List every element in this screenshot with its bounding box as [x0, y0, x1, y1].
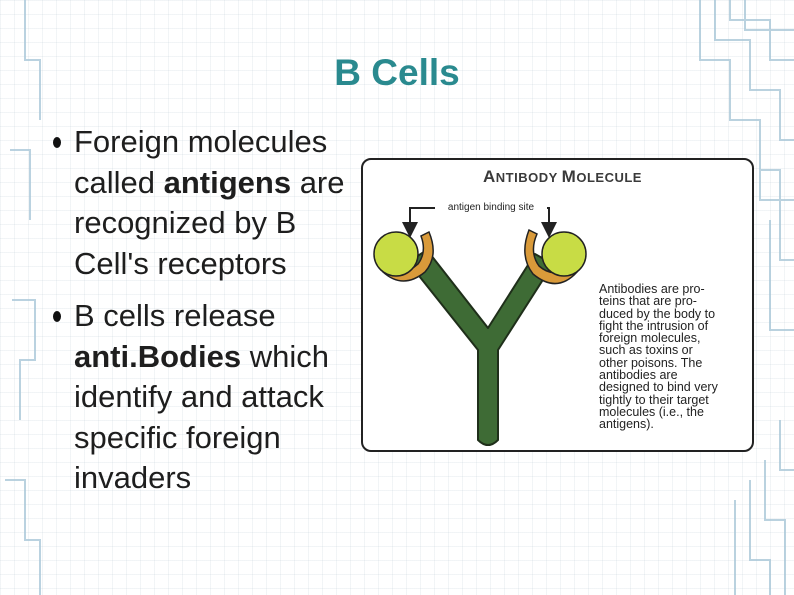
antibody-y-shape: [407, 249, 554, 446]
antigen-right: [541, 231, 587, 277]
antigen-binding-site-label: antigen binding site: [435, 202, 547, 213]
bullet-text-start: B cells release: [74, 298, 276, 333]
bullet-bold-term: anti.Bodies: [74, 338, 242, 374]
bullet-item: Foreign molecules called antigens are re…: [50, 122, 350, 284]
bullet-dot-icon: [53, 137, 61, 148]
bullet-list: Foreign molecules called antigens are re…: [50, 122, 350, 511]
antibody-diagram: [373, 207, 587, 446]
bullet-dot-icon: [53, 311, 61, 322]
antigen-left: [373, 231, 419, 277]
figure-caption: Antibodies are pro- teins that are pro- …: [599, 282, 718, 432]
bullet-text-end: which identify and attack specific forei…: [74, 338, 329, 496]
antibody-figure: ANTIBODY MOLECULE antigen binding site A…: [361, 158, 754, 452]
figure-title: ANTIBODY MOLECULE: [483, 167, 642, 186]
bullet-bold-term: antigens: [163, 164, 292, 200]
bullet-text-end: are recognized by B Cell's receptors: [74, 164, 345, 281]
bullet-text-start: Foreign molecules called: [74, 124, 328, 200]
slide-title: B Cells: [334, 52, 460, 93]
binding-arrow-left: [402, 207, 443, 238]
bullet-item: B cells release anti.Bodies which identi…: [50, 296, 350, 499]
